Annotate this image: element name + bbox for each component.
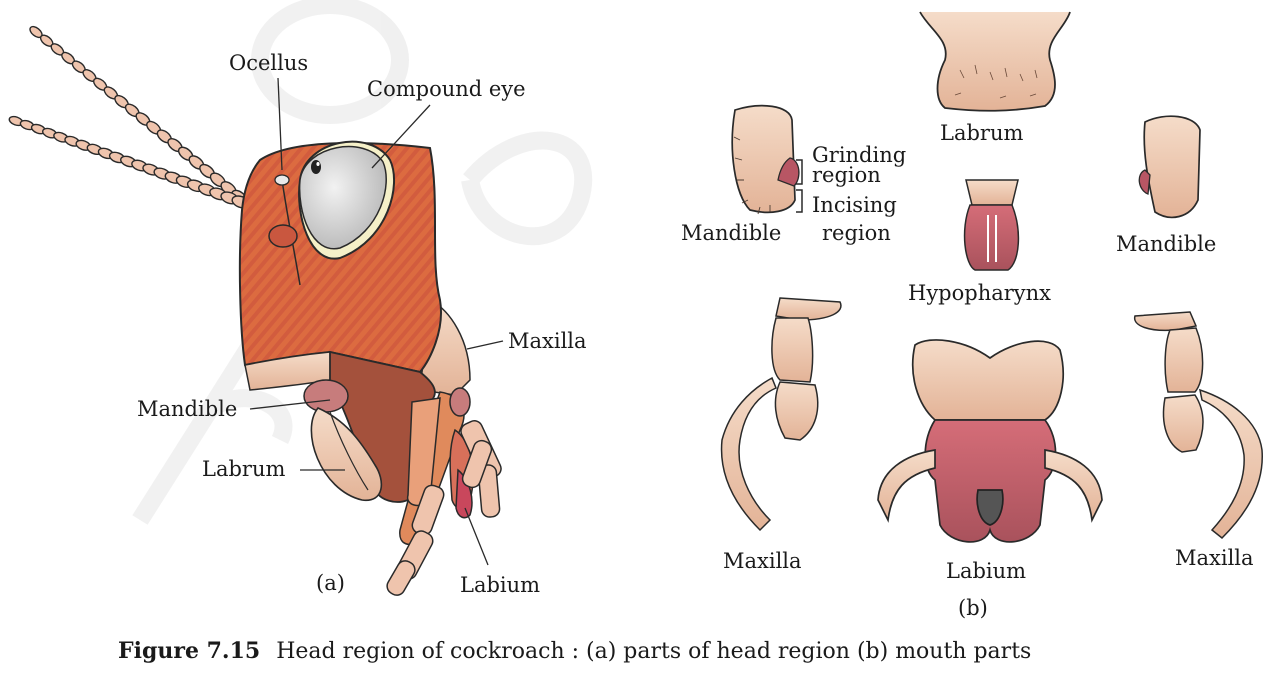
maxilla-left-part [720, 297, 842, 532]
labrum-lobe [310, 407, 383, 501]
mandible-left-part [731, 104, 800, 215]
label-ocellus: Ocellus [229, 51, 308, 75]
region-brackets [796, 159, 803, 213]
watermark [132, 0, 593, 525]
maxilla-right-part [1134, 311, 1263, 540]
labels: Ocellus Compound eye Maxilla Mandible La… [137, 51, 1254, 620]
tag-b: (b) [958, 596, 988, 620]
label-maxilla-right: Maxilla [1175, 546, 1254, 570]
label-grinding-2: region [812, 163, 881, 187]
ocellus-icon [274, 174, 290, 186]
panel-a-head [8, 25, 504, 596]
hypopharynx-part [963, 179, 1020, 271]
label-mandible-right: Mandible [1116, 232, 1216, 256]
leader-lines-a [249, 77, 504, 566]
label-hypopharynx: Hypopharynx [908, 281, 1051, 305]
label-maxilla-left: Maxilla [723, 549, 802, 573]
figure-caption-text: Head region of cockroach : (a) parts of … [276, 639, 1032, 664]
label-incising: Incising [812, 193, 897, 217]
panel-b-mouthparts [720, 11, 1263, 543]
label-compound-eye: Compound eye [367, 77, 526, 101]
antennal-socket [268, 224, 298, 248]
label-labrum-a: Labrum [202, 457, 285, 481]
mandible-knob [303, 379, 349, 413]
label-incising-2: region [822, 221, 891, 245]
label-mandible-left: Mandible [681, 221, 781, 245]
label-maxilla-a: Maxilla [508, 329, 587, 353]
antenna-lower [8, 115, 262, 213]
figure-caption: Figure 7.15 Head region of cockroach : (a… [118, 638, 1031, 664]
label-grinding: Grinding [812, 143, 906, 167]
tag-a: (a) [316, 571, 345, 595]
labrum-part [919, 11, 1071, 112]
compound-eye-icon [298, 145, 387, 250]
figure-number: Figure 7.15 [118, 638, 261, 664]
label-labrum-b: Labrum [940, 121, 1023, 145]
palps [386, 387, 502, 596]
label-labium-a: Labium [460, 573, 540, 597]
label-labium-b: Labium [946, 559, 1026, 583]
labium-part [877, 339, 1103, 543]
mandible-right-part [1138, 115, 1201, 219]
label-mandible-a: Mandible [137, 397, 237, 421]
